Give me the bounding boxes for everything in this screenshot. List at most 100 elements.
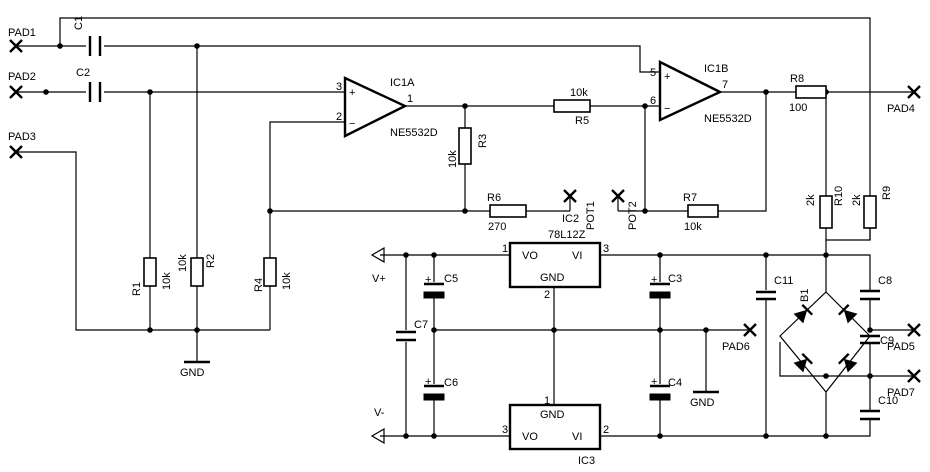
r2-value: 10k [177, 254, 189, 272]
ic2-pin-gnd: 2 [544, 289, 550, 301]
r10: 2k R10 [805, 186, 845, 229]
ic1b-plus: + [664, 71, 670, 83]
ic3: GND VO VI 1 3 2 IC3 [502, 395, 609, 467]
r4-value: 10k [281, 272, 293, 290]
c8-label: C8 [878, 275, 892, 287]
ic1b-pin-out: 7 [722, 79, 728, 91]
pad2-marker: PAD2 [8, 71, 36, 99]
ic1a: + − 3 2 1 IC1A NE5532D [336, 76, 438, 139]
r6: R6 270 [487, 192, 527, 233]
r6-value: 270 [488, 221, 506, 233]
capacitors: C1 C2 C7 C11 C8 C9 C [73, 16, 898, 421]
r1-value: 10k [161, 272, 173, 290]
diode-3 [793, 352, 814, 373]
ic1a-pin-out: 1 [407, 93, 413, 105]
vplus-label: V+ [372, 273, 386, 285]
ic1b-pin-minus: 6 [650, 95, 656, 107]
vminus-label: V- [374, 407, 385, 419]
r6-name: R6 [487, 192, 501, 204]
pad6-label: PAD6 [722, 341, 750, 353]
c5: + C5 [423, 273, 458, 299]
r7-value: 10k [684, 221, 702, 233]
vminus-arrow: V- [370, 407, 385, 445]
c1: C1 [73, 16, 102, 56]
ic3-pin-vi: 2 [603, 424, 609, 436]
c6: + C6 [423, 376, 458, 401]
r8-value: 100 [789, 102, 807, 114]
pad7-marker: PAD7 [887, 369, 921, 399]
pad5-marker: PAD5 [887, 323, 921, 353]
r5-name: R5 [575, 115, 589, 127]
r3-value: 10k [447, 150, 459, 168]
ic1a-name: IC1A [390, 77, 415, 89]
pad4-label: PAD4 [887, 103, 915, 115]
ic1a-part: NE5532D [390, 127, 438, 139]
r1-name: R1 [131, 282, 143, 296]
r4-name: R4 [253, 278, 265, 292]
r1: R1 10k [131, 257, 173, 296]
c10: C10 [860, 395, 898, 421]
ic1a-pin-plus: 3 [336, 81, 342, 93]
c5-plus: + [425, 274, 431, 286]
diode-1 [793, 303, 814, 324]
gnd-symbol-2: GND [690, 390, 719, 409]
r9-name: R9 [881, 186, 893, 200]
r5: 10k R5 [553, 87, 591, 127]
r4: R4 10k [253, 257, 293, 292]
ic2-pin-vo: 1 [502, 243, 508, 255]
ic1b-pin-plus: 5 [650, 67, 656, 79]
ic1a-minus: − [349, 118, 355, 130]
c6-plus: + [425, 376, 431, 388]
ic3-pin-gnd: 1 [544, 395, 550, 407]
gnd2-label: GND [690, 397, 715, 409]
pot2-marker: POT2 [611, 189, 639, 230]
pad7-label: PAD7 [887, 387, 915, 399]
r8-name: R8 [790, 73, 804, 85]
r10-name: R10 [833, 186, 845, 206]
ic2-part: 78L12Z [548, 229, 586, 241]
gnd1-label: GND [180, 367, 205, 379]
ic1b-part: NE5532D [704, 113, 752, 125]
c4-plus: + [651, 376, 657, 388]
regulators: VO VI GND 1 3 2 IC2 78L12Z GND VO VI 1 3… [502, 213, 609, 467]
r2: 10k R2 [177, 254, 217, 287]
diode-4 [837, 352, 858, 373]
ic3-vo: VO [522, 431, 538, 443]
r5-value: 10k [570, 87, 588, 99]
c6-label: C6 [444, 377, 458, 389]
ic3-gnd: GND [540, 409, 565, 421]
ic2-vo: VO [522, 250, 538, 262]
r9: 2k R9 [851, 186, 893, 229]
pad3-marker: PAD3 [8, 131, 36, 159]
opamps: + − 3 2 1 IC1A NE5532D + − 5 6 7 IC1B NE… [336, 60, 752, 139]
pad1-marker: PAD1 [8, 27, 36, 53]
ic2-pin-vi: 3 [603, 243, 609, 255]
c2: C2 [76, 67, 102, 102]
c3-plus: + [651, 274, 657, 286]
r10-value: 2k [805, 194, 817, 206]
r7: R7 10k [683, 192, 719, 233]
bridge-rectifier: B1 [779, 289, 871, 393]
r3: 10k R3 [447, 127, 489, 168]
diode-2 [837, 303, 858, 324]
pad4-marker: PAD4 [887, 85, 921, 115]
r8: R8 100 [789, 73, 827, 114]
pad6-marker: PAD6 [722, 323, 757, 353]
pad2-label: PAD2 [8, 71, 36, 83]
c1-label: C1 [73, 16, 85, 30]
ic2-gnd: GND [540, 272, 565, 284]
c4-label: C4 [668, 377, 682, 389]
pad3-label: PAD3 [8, 131, 36, 143]
pad5-label: PAD5 [887, 341, 915, 353]
gnd-symbol-1: GND [180, 360, 210, 379]
ic2-name: IC2 [562, 213, 579, 225]
ic3-name: IC3 [578, 455, 595, 467]
c8: C8 [860, 275, 892, 301]
c2-label: C2 [76, 67, 90, 79]
pads: PAD1 PAD2 PAD3 PAD4 PAD5 PAD6 PAD7 POT1 [8, 27, 921, 399]
c9-label: C9 [880, 335, 894, 347]
supply-symbols: V+ V- GND GND [180, 246, 719, 445]
r9-value: 2k [851, 194, 863, 206]
vplus-arrow: V+ [370, 246, 386, 285]
